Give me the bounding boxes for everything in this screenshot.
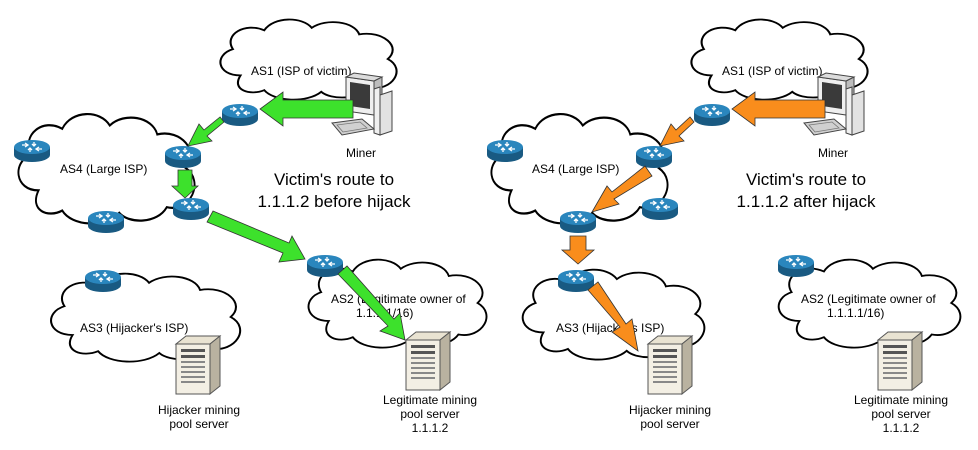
route-arrow — [259, 91, 354, 127]
legit-server-label-line1-before: Legitimate mining — [383, 393, 477, 407]
hijacker-server-label-line1-before: Hijacker mining — [158, 403, 240, 417]
caption-line2-before: 1.1.1.2 before hijack — [257, 192, 411, 211]
legit-server-label-line3-before: 1.1.1.2 — [412, 421, 449, 435]
before-panel: AS1 (ISP of victim) AS4 (Large ISP) AS3 … — [13, 18, 488, 435]
route-arrow — [587, 281, 639, 352]
router-icon — [693, 103, 731, 127]
router-icon — [641, 197, 679, 221]
as4-label-before: AS4 (Large ISP) — [60, 162, 147, 176]
route-arrow — [187, 116, 225, 147]
caption-line1-before: Victim's route to — [274, 170, 394, 189]
as2-label-line2-after: 1.1.1.1/16) — [827, 306, 884, 320]
route-arrow — [560, 235, 596, 265]
after-panel: AS1 (ISP of victim) AS4 (Large ISP) AS3 … — [486, 18, 962, 435]
as2-label-line1-before: AS2 (Legitimate owner of — [331, 292, 466, 306]
miner-label-after: Miner — [818, 146, 848, 160]
legit-server-label-line2-after: pool server — [871, 407, 930, 421]
route-arrows-before — [170, 91, 406, 341]
legit-server-icon — [877, 331, 923, 391]
router-icon — [306, 254, 344, 278]
hijacker-server-icon — [647, 335, 693, 395]
legit-server-label-line2-before: pool server — [400, 407, 459, 421]
router-icon — [777, 254, 815, 278]
as1-label-before: AS1 (ISP of victim) — [251, 64, 351, 78]
router-icon — [559, 210, 597, 234]
hijacker-server-label-line2-before: pool server — [169, 417, 228, 431]
hijacker-server-label-line2-after: pool server — [640, 417, 699, 431]
router-icon — [172, 197, 210, 221]
caption-line1-after: Victim's route to — [746, 170, 866, 189]
hijacker-server-icon — [175, 335, 221, 395]
route-arrow — [591, 165, 653, 213]
router-icon — [486, 139, 524, 163]
legit-server-icon — [405, 331, 451, 391]
miner-label-before: Miner — [346, 146, 376, 160]
router-icon — [13, 139, 51, 163]
caption-line2-after: 1.1.1.2 after hijack — [737, 192, 876, 211]
router-icon — [87, 210, 125, 234]
as4-label-after: AS4 (Large ISP) — [532, 162, 619, 176]
router-icon — [164, 145, 202, 169]
route-arrow — [659, 116, 695, 147]
route-arrow — [731, 91, 826, 127]
router-icon — [557, 269, 595, 293]
as1-label-after: AS1 (ISP of victim) — [722, 64, 822, 78]
route-arrows-after — [560, 91, 826, 352]
router-icon — [221, 103, 259, 127]
hijacker-server-label-line1-after: Hijacker mining — [629, 403, 711, 417]
route-arrow — [170, 169, 200, 199]
router-icon — [84, 269, 122, 293]
legit-server-label-line3-after: 1.1.1.2 — [883, 421, 920, 435]
as3-label-before: AS3 (Hijacker's ISP) — [80, 321, 188, 335]
legit-server-label-line1-after: Legitimate mining — [854, 393, 948, 407]
route-arrow — [206, 210, 306, 263]
router-icon — [635, 145, 673, 169]
as3-label-after: AS3 (Hijacker's ISP) — [556, 321, 664, 335]
route-arrow — [337, 265, 406, 341]
as2-label-line1-after: AS2 (Legitimate owner of — [801, 292, 936, 306]
